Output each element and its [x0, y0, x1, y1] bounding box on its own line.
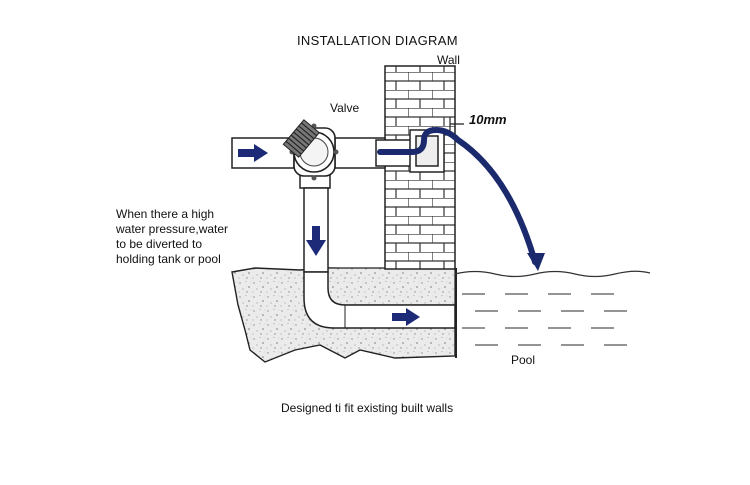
- gap-dimension-marker: [449, 117, 464, 131]
- underground-pipe: [303, 271, 456, 329]
- flow-arrow-inlet: [238, 144, 268, 162]
- wall-label: Wall: [437, 53, 460, 67]
- ground-step: [324, 267, 456, 306]
- flow-arrow-down: [306, 226, 326, 256]
- flow-arrow-to-pool: [392, 308, 420, 326]
- wall-footing: [455, 268, 457, 358]
- valve: [282, 119, 339, 181]
- valve-label: Valve: [330, 101, 360, 115]
- pool-water-lines: [462, 293, 627, 346]
- pressure-note-line: to be diverted to: [116, 237, 203, 251]
- pool-label: Pool: [511, 353, 536, 367]
- valve-spring-icon: [282, 119, 320, 158]
- gap-label: 10mm: [469, 112, 507, 127]
- diagram-title: INSTALLATION DIAGRAM: [297, 33, 458, 48]
- drain-pipe: [299, 167, 331, 273]
- pool-water-surface: [454, 270, 651, 278]
- pressure-note: When there a high water pressure,water t…: [116, 207, 286, 267]
- diagram-caption: Designed ti fit existing built walls: [281, 401, 454, 415]
- overflow-hose: [377, 126, 538, 265]
- pressure-note-line: holding tank or pool: [116, 252, 221, 266]
- pressure-note-line: When there a high: [116, 207, 215, 221]
- pressure-note-line: water pressure,water: [116, 222, 229, 236]
- hose-outlet-arrow: [527, 253, 545, 271]
